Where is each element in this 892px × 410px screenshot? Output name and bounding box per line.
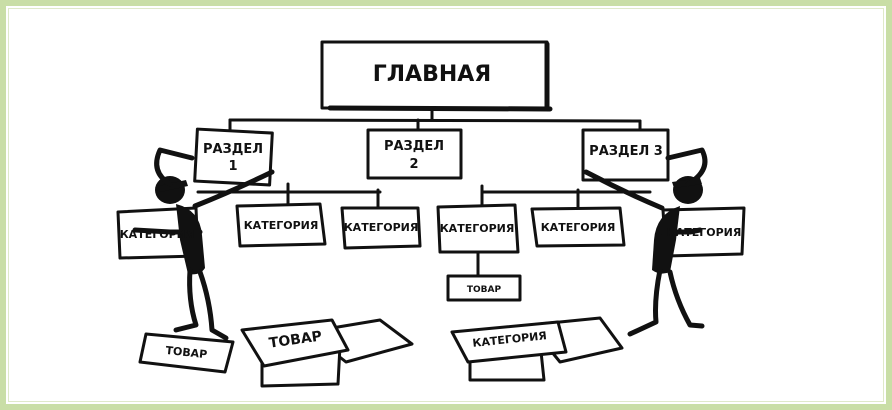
category-node-2 [235,202,327,248]
left-figure-right-arm [192,169,275,209]
category-5-label: КАТЕГОРИЯ [541,221,616,234]
root-node [320,40,553,112]
floor-papers-right [450,316,624,382]
category-4-label: КАТЕГОРИЯ [440,222,515,235]
right-figure-left-arm [665,147,708,187]
left-figure-right-leg [197,269,229,341]
category-node-4 [436,203,520,254]
section-2-number: 2 [409,157,418,172]
left-figure-left-leg [173,267,199,333]
section-node-2 [366,128,463,180]
section-1-label: РАЗДЕЛ [203,142,263,157]
left-figure [132,147,275,341]
right-figure-body [652,206,680,274]
left-figure-left-arm [154,147,195,187]
right-figure-right-leg [667,269,705,329]
left-figure-body [176,204,205,275]
floor-papers-left [138,318,414,388]
category-6-label: КАТЕГОРИЯ [667,226,742,239]
section-node-3 [581,128,670,182]
root-label: ГЛАВНАЯ [373,62,491,87]
product-node-hanging [446,274,522,302]
category-node-3 [340,206,422,250]
floor-product-2-label: ТОВАР [268,328,323,351]
right-figure [583,147,708,337]
right-figure-left-leg [627,267,663,337]
category-1-label: КАТЕГОРИЯ [120,228,195,241]
section-1-number: 1 [228,159,237,174]
section-3-label: РАЗДЕЛ 3 [589,144,663,159]
connectors [196,106,652,278]
frame-inner-border [8,8,884,402]
floor-product-1-label: ТОВАР [165,344,208,361]
section-2-label: РАЗДЕЛ [384,139,444,154]
right-figure-right-arm [583,169,665,211]
category-node-5 [530,206,626,248]
category-3-label: КАТЕГОРИЯ [344,221,419,234]
product-hanging-label: ТОВАР [467,285,502,295]
category-2-label: КАТЕГОРИЯ [244,219,319,232]
section-node-1 [193,127,274,187]
